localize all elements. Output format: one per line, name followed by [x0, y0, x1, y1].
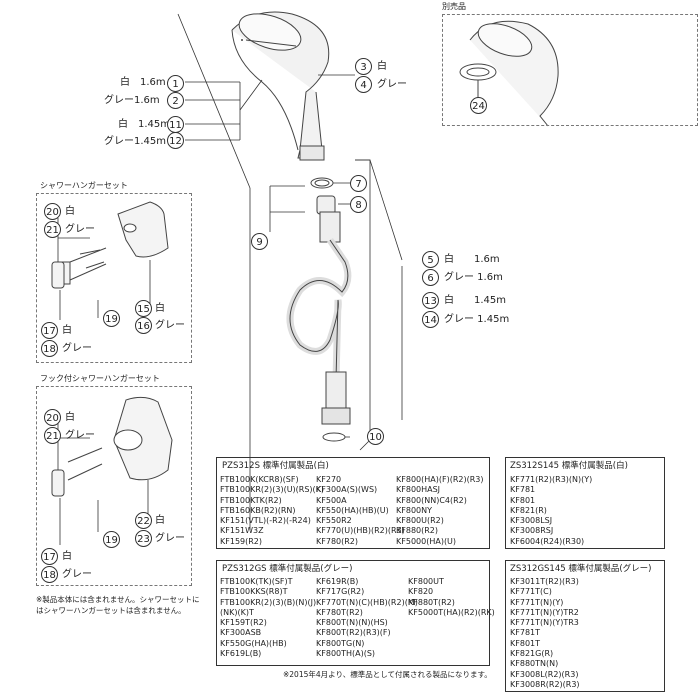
footnote-bottom: ※2015年4月より、標準品として付属される製品になります。	[283, 670, 492, 679]
label-17a: 白	[62, 325, 72, 336]
label-hose-gray-145: グレー 1.45m	[444, 314, 510, 325]
separate-item-label: 別売品	[442, 2, 466, 11]
label-gray-16: グレー1.6m	[104, 95, 160, 106]
callout-3: 3	[355, 58, 372, 75]
label-23: グレー	[155, 533, 185, 544]
callout-17a: 17	[41, 322, 58, 339]
table-zs312gs145-items: KF3011T(R2)(R3)KF771T(C)KF771T(N)(Y)KF77…	[510, 577, 580, 689]
callout-9: 9	[251, 233, 268, 250]
callout-14: 14	[422, 311, 439, 328]
table-zs312gs145-title: ZS312GS145 標準付属製品(グレー)	[510, 564, 652, 574]
callout-1: 1	[167, 75, 184, 92]
separate-item-box	[442, 14, 698, 126]
label-gray-4: グレー	[377, 79, 407, 90]
label-17b: 白	[62, 551, 72, 562]
callout-15: 15	[135, 300, 152, 317]
table-pzs312gs	[216, 560, 490, 666]
table-pzs312gs-title: PZS312GS 標準付属製品(グレー)	[222, 564, 353, 574]
hook-hanger-set-box	[36, 386, 192, 586]
callout-16: 16	[135, 317, 152, 334]
hanger-set-box	[36, 193, 192, 363]
table-pzs312s-title: PZS312S 標準付属製品(白)	[222, 461, 329, 471]
hook-hanger-set-label: フック付シャワーハンガーセット	[40, 374, 160, 383]
table-zs312gs145	[505, 560, 665, 692]
callout-4: 4	[355, 76, 372, 93]
label-hose-white-145: 白 1.45m	[444, 295, 507, 306]
table-pzs312s-col1: FTB100K(KCR8)(SF)FTB100KR(2)(3)(U)(RS)(K…	[220, 475, 325, 546]
label-21b: グレー	[65, 430, 95, 441]
callout-21b: 21	[44, 427, 61, 444]
callout-22: 22	[135, 512, 152, 529]
callout-20b: 20	[44, 409, 61, 426]
callout-21a: 21	[44, 221, 61, 238]
label-16: グレー	[155, 320, 185, 331]
callout-7: 7	[350, 175, 367, 192]
callout-13: 13	[422, 292, 439, 309]
label-18a: グレー	[62, 343, 92, 354]
callout-19a: 19	[103, 310, 120, 327]
callout-19b: 19	[103, 531, 120, 548]
callout-10: 10	[367, 428, 384, 445]
shower-head-drawing	[231, 11, 330, 161]
callout-5: 5	[422, 251, 439, 268]
hanger-set-label: シャワーハンガーセット	[40, 181, 128, 190]
callout-6: 6	[422, 269, 439, 286]
callout-24: 24	[470, 97, 487, 114]
callout-20a: 20	[44, 203, 61, 220]
callout-23: 23	[135, 530, 152, 547]
label-white-16: 白 1.6m	[120, 77, 166, 88]
label-15: 白	[155, 303, 165, 314]
callout-11: 11	[167, 116, 184, 133]
callout-2: 2	[167, 92, 184, 109]
label-white-145: 白 1.45m	[118, 119, 171, 130]
table-pzs312s	[216, 457, 490, 549]
table-zs312s145-title: ZS312S145 標準付属製品(白)	[510, 461, 628, 471]
table-pzs312gs-col2: KF619R(B)KF717G(R2)KF770T(N)(C)(HB)(R2)(…	[316, 577, 418, 659]
label-20a: 白	[65, 206, 75, 217]
callout-18b: 18	[41, 566, 58, 583]
hose-drawing	[286, 177, 352, 442]
label-22: 白	[155, 515, 165, 526]
label-gray-145: グレー1.45m	[104, 136, 167, 147]
label-21a: グレー	[65, 224, 95, 235]
label-20b: 白	[65, 412, 75, 423]
footnote-body: ※製品本体には含まれません。シャワーセットにはシャワーハンガーセットは含まれませ…	[36, 595, 200, 615]
label-white-3: 白	[377, 61, 387, 72]
label-hose-gray-16: グレー 1.6m	[444, 272, 503, 283]
callout-17b: 17	[41, 548, 58, 565]
table-zs312s145	[505, 457, 665, 549]
hook-hanger-drawing	[51, 396, 173, 497]
callout-8: 8	[350, 196, 367, 213]
label-hose-white-16: 白 1.6m	[444, 254, 500, 265]
hanger-drawing	[51, 201, 169, 289]
callout-12: 12	[167, 132, 184, 149]
label-18b: グレー	[62, 569, 92, 580]
callout-18a: 18	[41, 340, 58, 357]
spare-head-drawing	[459, 20, 559, 127]
